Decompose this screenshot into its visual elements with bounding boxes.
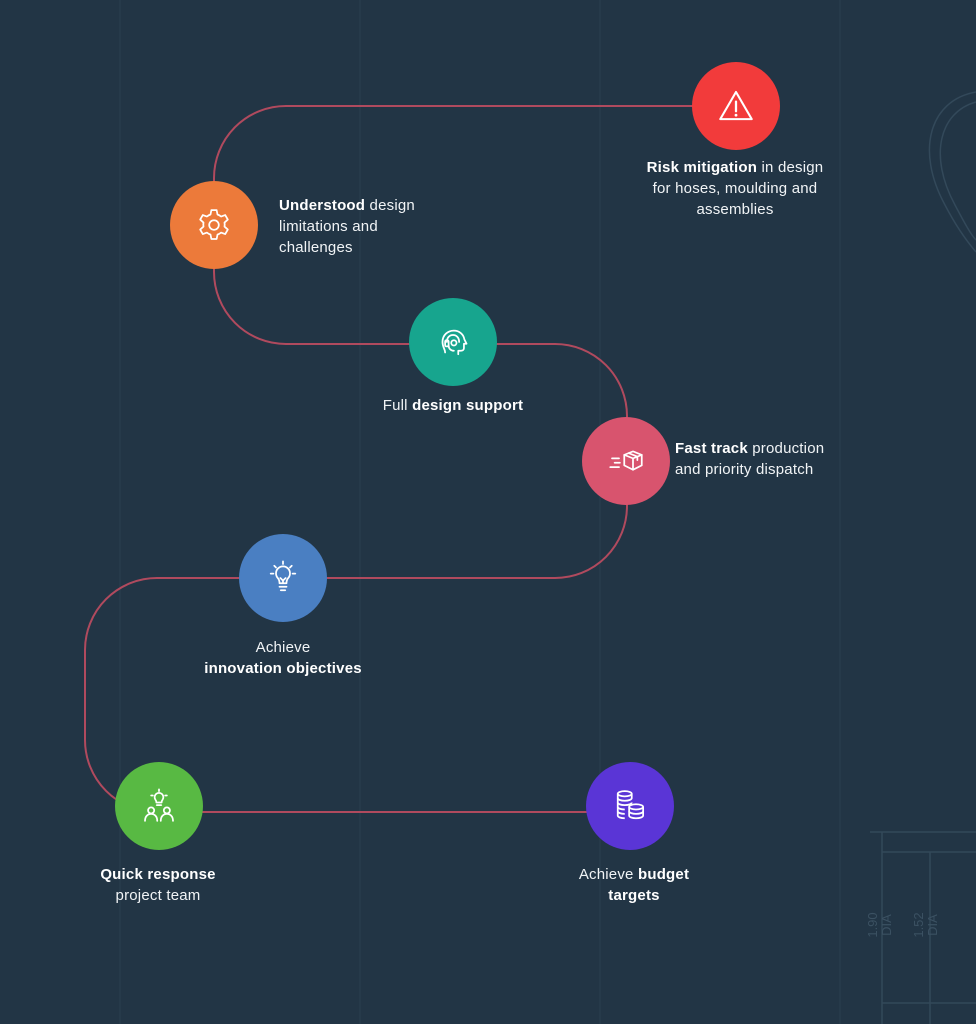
risk-mitigation-node [692, 62, 780, 150]
fast-box-icon [609, 450, 643, 471]
design-support-node [409, 298, 497, 386]
headset-head-icon [441, 329, 468, 356]
understood-label: Understood design limitations and challe… [279, 197, 415, 256]
fast-track-node [582, 417, 670, 505]
quick-response-node [115, 762, 203, 850]
understood-node [170, 181, 258, 269]
risk-mitigation-label: Risk mitigation in design for hoses, mou… [646, 159, 824, 218]
team-idea-icon [144, 788, 174, 822]
budget-node [586, 762, 674, 850]
quick-response-label: Quick response project team [100, 866, 216, 904]
gear-icon [199, 209, 229, 240]
budget-label: Achieve budget targets [578, 866, 690, 904]
lightbulb-icon [269, 560, 297, 592]
coins-icon [616, 790, 644, 820]
innovation-node [239, 534, 327, 622]
fast-track-label: Fast track production and priority dispa… [675, 440, 825, 478]
design-support-label: Full design support [382, 397, 524, 414]
innovation-label: Achieve innovation objectives [204, 639, 362, 677]
warning-icon [719, 90, 753, 121]
